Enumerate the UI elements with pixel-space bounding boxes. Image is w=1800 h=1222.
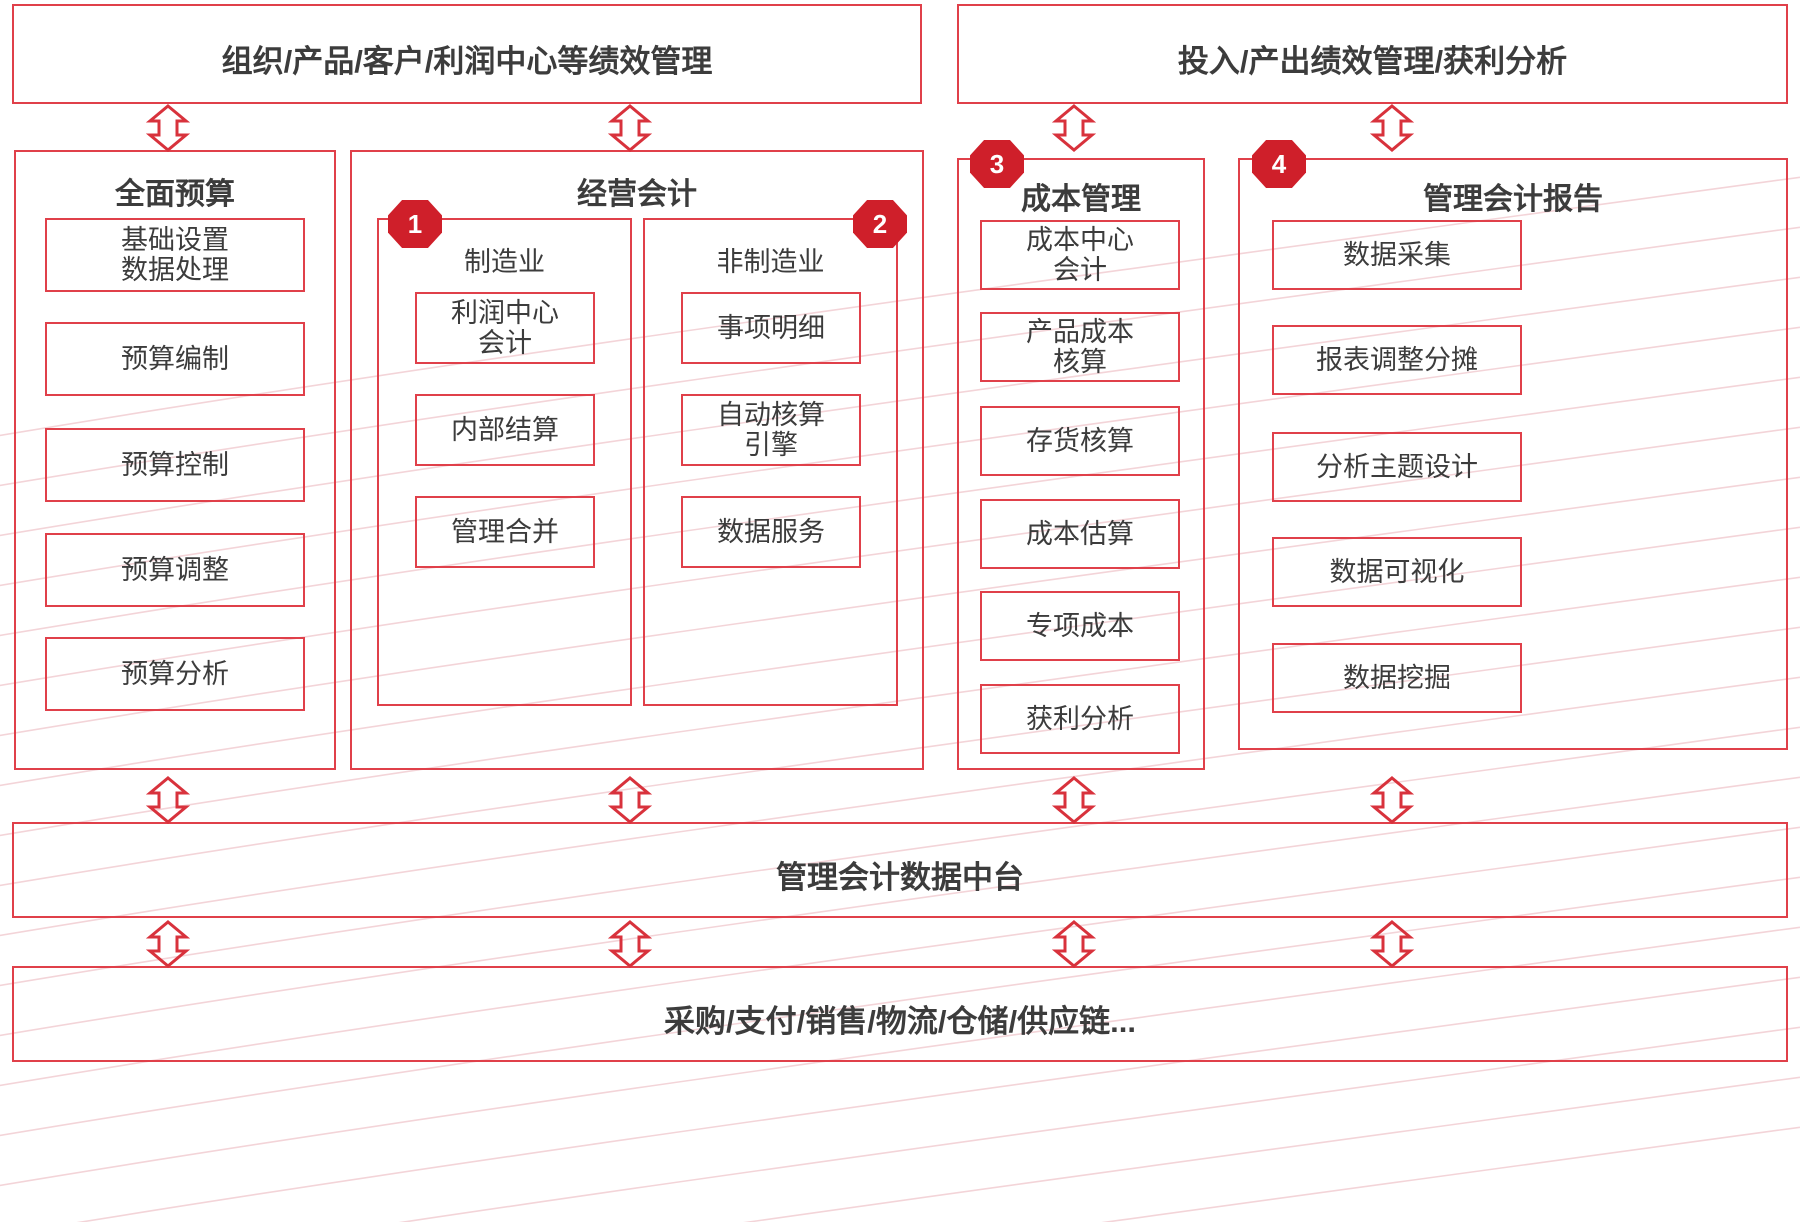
group-title-non-manufacturing: 非制造业: [716, 247, 825, 277]
item-report-adjustment-allocation[interactable]: 报表调整分摊: [1272, 325, 1522, 395]
item-budget-preparation[interactable]: 预算编制: [45, 322, 305, 396]
item-data-mining[interactable]: 数据挖掘: [1272, 643, 1522, 713]
panel-title-comprehensive-budget: 全面预算: [115, 178, 235, 211]
double-arrow-vertical-icon: [608, 920, 652, 968]
item-product-costing[interactable]: 产品成本 核算: [980, 312, 1180, 382]
top-banner-io-profit-analysis: 投入/产出绩效管理/获利分析: [957, 4, 1788, 104]
double-arrow-vertical-icon: [1052, 104, 1096, 152]
item-budget-control[interactable]: 预算控制: [45, 428, 305, 502]
bar-source-systems[interactable]: 采购/支付/销售/物流/仓储/供应链...: [12, 966, 1788, 1062]
item-data-collection[interactable]: 数据采集: [1272, 220, 1522, 290]
top-banner-performance-management: 组织/产品/客户/利润中心等绩效管理: [12, 4, 922, 104]
item-budget-analysis[interactable]: 预算分析: [45, 637, 305, 711]
item-auto-accounting-engine[interactable]: 自动核算 引擎: [681, 394, 861, 466]
double-arrow-vertical-icon: [146, 776, 190, 824]
bar-label-source-systems: 采购/支付/销售/物流/仓储/供应链...: [664, 1004, 1136, 1039]
badge-1: 1: [388, 200, 442, 248]
top-banner-label-2: 投入/产出绩效管理/获利分析: [1177, 44, 1568, 79]
item-special-cost[interactable]: 专项成本: [980, 591, 1180, 661]
panel-title-management-accounting: 经营会计: [577, 178, 697, 211]
item-budget-adjustment[interactable]: 预算调整: [45, 533, 305, 607]
item-analysis-topic-design[interactable]: 分析主题设计: [1272, 432, 1522, 502]
item-data-visualization[interactable]: 数据可视化: [1272, 537, 1522, 607]
double-arrow-vertical-icon: [146, 104, 190, 152]
item-data-service[interactable]: 数据服务: [681, 496, 861, 568]
item-cost-estimation[interactable]: 成本估算: [980, 499, 1180, 569]
item-cost-center-accounting[interactable]: 成本中心 会计: [980, 220, 1180, 290]
badge-2: 2: [853, 200, 907, 248]
item-profitability-analysis[interactable]: 获利分析: [980, 684, 1180, 754]
item-inventory-accounting[interactable]: 存货核算: [980, 406, 1180, 476]
double-arrow-vertical-icon: [146, 920, 190, 968]
double-arrow-vertical-icon: [1052, 920, 1096, 968]
bar-label-data-platform: 管理会计数据中台: [776, 860, 1024, 895]
double-arrow-vertical-icon: [1052, 776, 1096, 824]
bar-data-platform[interactable]: 管理会计数据中台: [12, 822, 1788, 918]
badge-3: 3: [970, 140, 1024, 188]
double-arrow-vertical-icon: [608, 104, 652, 152]
panel-title-management-accounting-report: 管理会计报告: [1423, 183, 1603, 216]
item-internal-settlement[interactable]: 内部结算: [415, 394, 595, 466]
item-profit-center-accounting[interactable]: 利润中心 会计: [415, 292, 595, 364]
item-management-consolidation[interactable]: 管理合并: [415, 496, 595, 568]
item-budget-basic-setup[interactable]: 基础设置 数据处理: [45, 218, 305, 292]
top-banner-label-1: 组织/产品/客户/利润中心等绩效管理: [221, 44, 713, 79]
double-arrow-vertical-icon: [608, 776, 652, 824]
double-arrow-vertical-icon: [1370, 104, 1414, 152]
double-arrow-vertical-icon: [1370, 920, 1414, 968]
double-arrow-vertical-icon: [1370, 776, 1414, 824]
item-event-detail[interactable]: 事项明细: [681, 292, 861, 364]
badge-4: 4: [1252, 140, 1306, 188]
